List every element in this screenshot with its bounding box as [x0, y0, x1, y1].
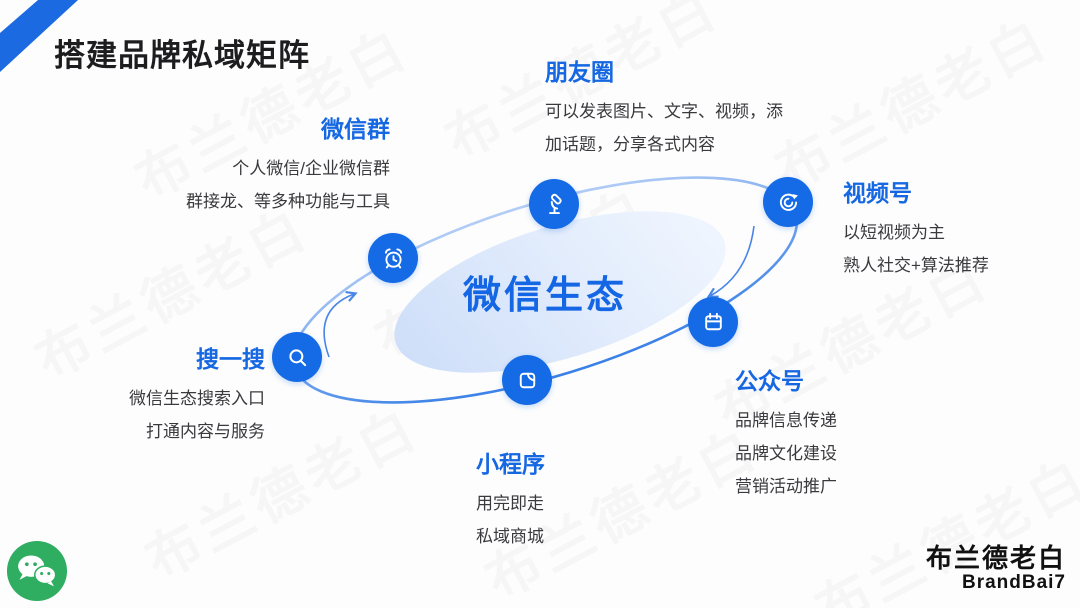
moments-title: 朋友圈	[545, 59, 614, 85]
wechat-logo-icon	[6, 540, 68, 602]
rounded-square-fold-icon	[514, 367, 541, 394]
wechat-group-line: 群接龙、等多种功能与工具	[186, 192, 390, 211]
circular-arrow-icon	[775, 189, 802, 216]
flow-arrow-left	[323, 290, 358, 358]
moments-node	[529, 179, 579, 229]
magnifier-icon	[284, 344, 311, 371]
search-block: 搜一搜 微信生态搜索入口 打通内容与服务	[129, 344, 265, 448]
mini-program-line: 用完即走	[476, 494, 544, 513]
official-account-line: 品牌信息传递	[735, 411, 837, 430]
brand-name-cn: 布兰德老白	[925, 543, 1066, 573]
official-account-block: 公众号 品牌信息传递 品牌文化建设 营销活动推广	[735, 366, 837, 503]
video-channel-line: 熟人社交+算法推荐	[843, 256, 989, 275]
video-channel-title: 视频号	[843, 180, 912, 206]
video-channel-line: 以短视频为主	[843, 223, 945, 242]
mini-program-node	[502, 355, 552, 405]
search-line: 微信生态搜索入口	[129, 389, 265, 408]
mini-program-block: 小程序 用完即走 私域商城	[476, 449, 545, 553]
search-title: 搜一搜	[196, 346, 265, 372]
official-account-node	[688, 297, 738, 347]
official-account-line: 品牌文化建设	[735, 444, 837, 463]
brand-name-en: BrandBai7	[961, 572, 1066, 593]
official-account-line: 营销活动推广	[735, 477, 837, 496]
video-channel-block: 视频号 以短视频为主 熟人社交+算法推荐	[843, 178, 989, 282]
video-channel-node	[763, 177, 813, 227]
search-line: 打通内容与服务	[146, 422, 265, 441]
page-title: 搭建品牌私域矩阵	[54, 38, 310, 73]
mini-program-line: 私域商城	[476, 527, 544, 546]
search-node	[272, 332, 322, 382]
microscope-icon	[541, 191, 568, 218]
alarm-clock-icon	[380, 245, 407, 272]
official-account-title: 公众号	[735, 368, 804, 394]
flow-arrow-right	[706, 225, 755, 298]
mini-program-title: 小程序	[476, 451, 545, 477]
moments-line: 加话题，分享各式内容	[545, 135, 715, 154]
moments-block: 朋友圈 可以发表图片、文字、视频，添 加话题，分享各式内容	[545, 57, 783, 161]
center-label: 微信生态	[462, 275, 627, 317]
calendar-icon	[700, 309, 727, 336]
wechat-group-title: 微信群	[321, 116, 390, 142]
group-node	[368, 233, 418, 283]
brand-signature: 布兰德老白 BrandBai7	[926, 544, 1066, 594]
wechat-group-line: 个人微信/企业微信群	[232, 159, 390, 178]
moments-line: 可以发表图片、文字、视频，添	[545, 102, 783, 121]
wechat-group-block: 微信群 个人微信/企业微信群 群接龙、等多种功能与工具	[186, 114, 390, 218]
watermark-text: 布兰德老白	[766, 7, 1060, 202]
